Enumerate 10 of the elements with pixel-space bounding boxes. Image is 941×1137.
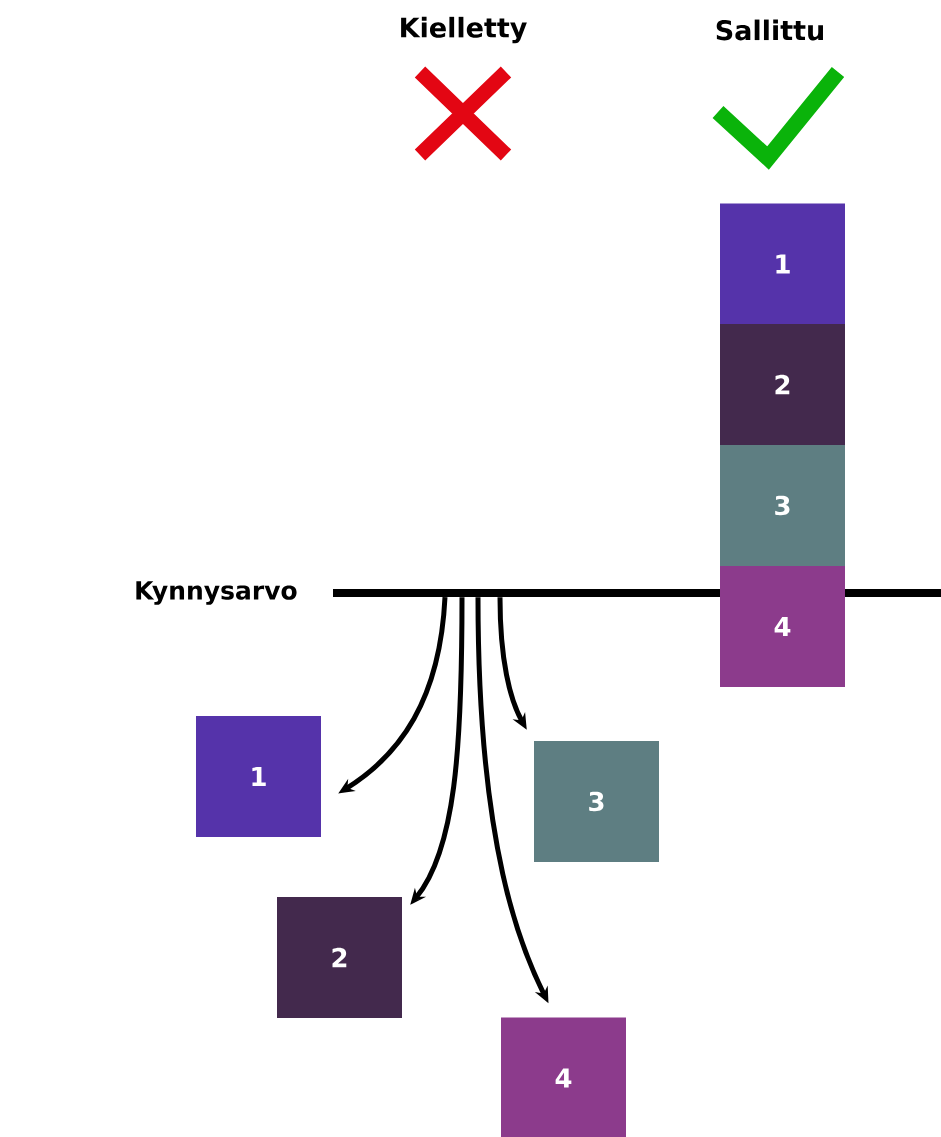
- number-square: 3: [720, 445, 845, 566]
- heading-label: Kielletty: [401, 16, 527, 44]
- number-square: 1: [196, 716, 321, 837]
- number-square: 3: [534, 741, 659, 862]
- number-square: 4: [720, 566, 845, 687]
- number-square: 1: [720, 203, 845, 325]
- heading-label: Sallittu: [716, 19, 823, 41]
- threshold-label: Kynnysarvo: [136, 581, 297, 605]
- number-square: 2: [720, 324, 845, 445]
- number-square: 2: [277, 897, 402, 1018]
